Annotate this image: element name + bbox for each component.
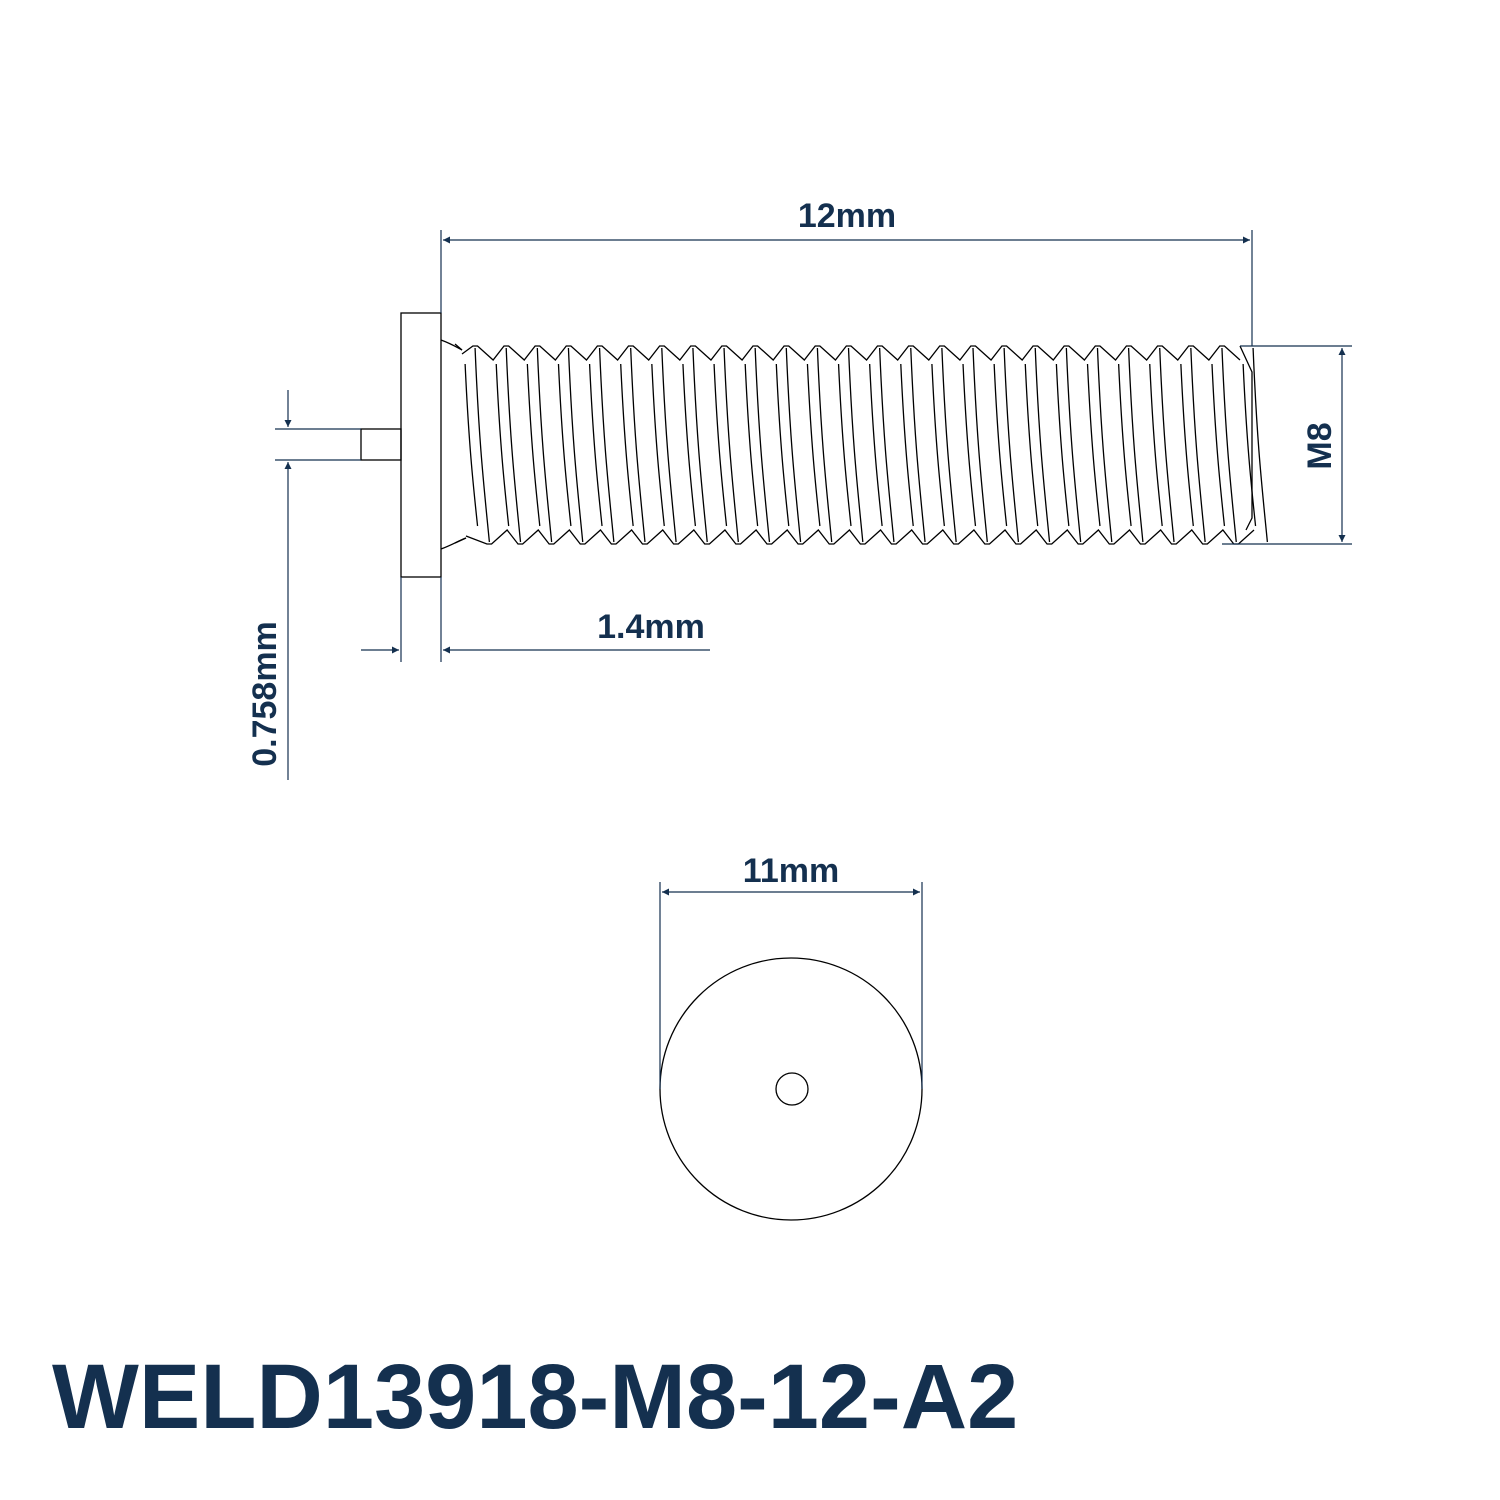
thread-root-line xyxy=(962,363,977,527)
thread-root-line xyxy=(1180,363,1194,527)
part-number-title: WELD13918-M8-12-A2 xyxy=(52,1346,1019,1448)
thread-helix-line xyxy=(567,347,584,543)
thread-root-line xyxy=(806,363,821,527)
thread-helix-line xyxy=(1127,347,1144,543)
thread-helix-line xyxy=(723,347,739,543)
thread-root-line xyxy=(651,363,665,527)
thread-helix-line xyxy=(910,347,926,543)
thread-helix-line xyxy=(1190,347,1206,543)
thread-root-line xyxy=(1149,363,1163,527)
thread-runout xyxy=(454,343,467,544)
thread-helix-line xyxy=(754,347,771,543)
thread-root-line xyxy=(1055,363,1070,527)
thread-helix-line xyxy=(598,347,615,543)
thread-helix-line xyxy=(661,347,677,543)
thread-helix-line xyxy=(1159,347,1175,543)
thread-helix-line xyxy=(816,347,833,543)
thread-helix-line xyxy=(536,347,553,543)
flange-fillet xyxy=(440,339,467,550)
thread-root-line xyxy=(557,363,572,527)
end-view xyxy=(659,957,923,1221)
thread-helix-line xyxy=(941,347,957,543)
thread-root-line xyxy=(713,363,728,527)
thread-root-line xyxy=(1242,363,1257,527)
thread-helix-line xyxy=(1096,347,1113,543)
shank-end-chamfer xyxy=(1239,345,1253,531)
thread-helix-line xyxy=(972,347,988,543)
thread-crest-top xyxy=(461,345,1241,361)
thread-root-line xyxy=(588,363,603,527)
thread-helix-line xyxy=(1221,347,1237,543)
flange-outline xyxy=(400,312,442,578)
thread-helix-line xyxy=(505,347,522,543)
thread-root-line xyxy=(775,363,790,527)
flange-circle xyxy=(659,957,923,1221)
thread-root-line xyxy=(993,363,1008,527)
thread-root-line xyxy=(526,363,541,527)
thread-root-line xyxy=(931,363,946,527)
pip-diameter-label: 0.758mm xyxy=(246,621,284,767)
flange-thickness-label: 1.4mm xyxy=(597,608,705,646)
thread-helix-line xyxy=(474,347,491,543)
thread-root-line xyxy=(900,363,914,527)
thread-label: M8 xyxy=(1301,422,1339,469)
pip-circle xyxy=(775,1072,809,1106)
thread-root-line xyxy=(682,363,697,527)
thread-root-line xyxy=(1024,363,1039,527)
thread-root-line xyxy=(1211,363,1226,527)
flange-diameter-label: 11mm xyxy=(743,852,839,890)
dimension-lines xyxy=(275,230,1352,780)
thread-root-line xyxy=(837,363,852,527)
thread-root-line xyxy=(744,363,759,527)
threaded-shank xyxy=(454,343,1269,545)
thread-helix-line xyxy=(630,347,646,543)
thread-helix-line xyxy=(878,347,895,543)
thread-helix-line xyxy=(1252,347,1269,543)
thread-helix-line xyxy=(1065,347,1082,543)
thread-root-line xyxy=(464,363,479,527)
thread-helix-line xyxy=(1034,347,1051,543)
side-view xyxy=(360,312,1269,578)
thread-helix-line xyxy=(1003,347,1020,543)
thread-root-line xyxy=(1086,363,1101,527)
thread-root-line xyxy=(869,363,883,527)
ignition-pip xyxy=(360,428,402,461)
length-label: 12mm xyxy=(798,197,896,235)
thread-helix-line xyxy=(692,347,708,543)
thread-helix-line xyxy=(847,347,864,543)
thread-crest-bottom xyxy=(465,529,1255,545)
thread-root-line xyxy=(620,363,634,527)
thread-root-line xyxy=(495,363,510,527)
end-view-dimension xyxy=(659,882,923,1089)
thread-root-line xyxy=(1117,363,1132,527)
thread-helix-line xyxy=(785,347,802,543)
